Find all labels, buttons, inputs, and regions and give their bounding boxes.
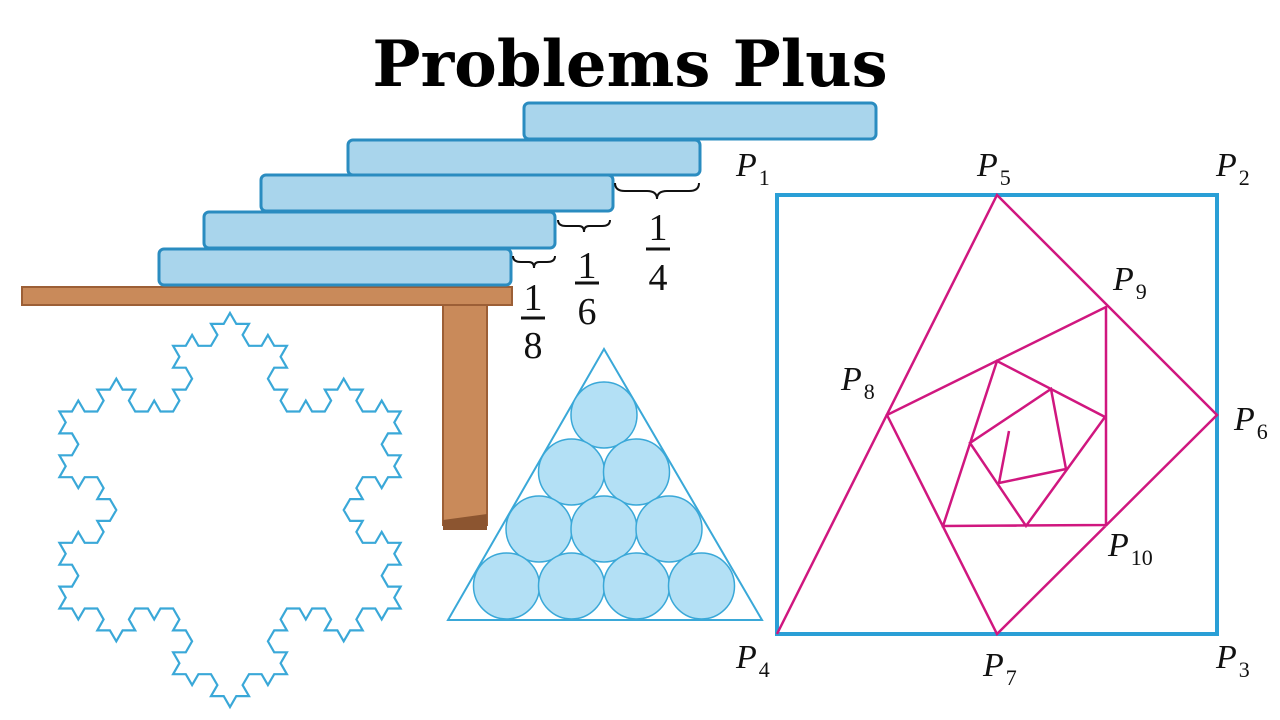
fraction-denominator: 8: [524, 325, 543, 367]
fraction-sixth: 1 6: [575, 245, 599, 333]
packed-circle: [602, 552, 671, 620]
fraction-eighth: 1 8: [521, 277, 545, 367]
square-spiral: [775, 192, 1219, 637]
label-p7: P7: [982, 647, 1017, 690]
fraction-numerator: 1: [578, 245, 597, 287]
table-top: [21, 286, 513, 306]
label-p8: P8: [840, 361, 875, 404]
brace-eighth: [512, 255, 556, 269]
packed-circle: [667, 552, 736, 620]
fraction-quarter: 1 4: [646, 207, 670, 299]
koch-snowflake: [57, 310, 403, 710]
stacked-blocks: [157, 101, 878, 287]
block-1: [157, 247, 513, 287]
fraction-denominator: 4: [649, 257, 668, 299]
packed-circle: [570, 381, 638, 449]
block-5: [522, 101, 878, 141]
label-p10: P10: [1107, 527, 1153, 570]
block-2: [202, 210, 557, 250]
packed-circle: [472, 552, 541, 620]
packed-circle: [570, 495, 638, 563]
label-p2: P2: [1215, 147, 1250, 190]
label-p9: P9: [1112, 261, 1147, 304]
table-leg: [442, 299, 488, 526]
fraction-denominator: 6: [578, 291, 597, 333]
fraction-numerator: 1: [649, 207, 668, 249]
packed-circle: [505, 495, 573, 563]
spiral-path: [775, 192, 1219, 637]
brace-sixth: [557, 219, 611, 233]
label-p4: P4: [735, 639, 770, 682]
fraction-numerator: 1: [524, 277, 543, 319]
page-title: Problems Plus: [372, 27, 887, 102]
label-p5: P5: [976, 147, 1011, 190]
packed-circle: [537, 552, 606, 620]
label-p6: P6: [1233, 401, 1268, 444]
packed-circle: [602, 438, 671, 506]
block-3: [259, 173, 615, 213]
packing-triangle: [446, 347, 764, 621]
label-p3: P3: [1215, 639, 1250, 682]
label-p1: P1: [735, 147, 770, 190]
table-leg-shadow: [443, 514, 487, 530]
packed-circle: [635, 495, 703, 563]
circle-packing-triangle: [446, 347, 764, 621]
block-4: [346, 138, 702, 177]
table: [21, 286, 513, 530]
packed-circle: [537, 438, 606, 506]
brace-quarter: [614, 182, 700, 200]
